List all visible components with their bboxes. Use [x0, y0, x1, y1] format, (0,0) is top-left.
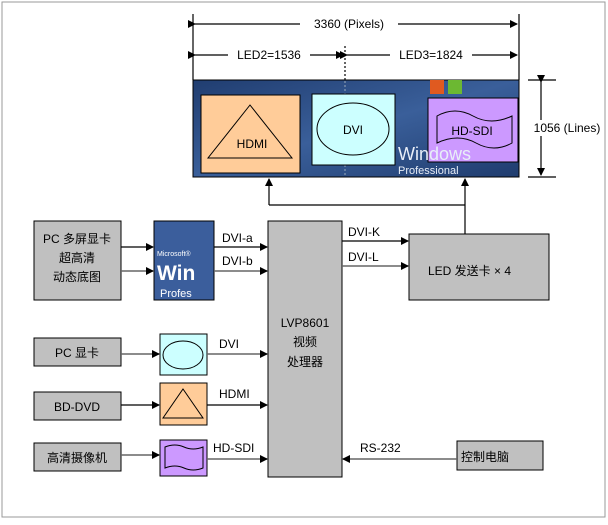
hdmi-window [200, 94, 301, 174]
processor-label: LVP8601 [281, 316, 330, 330]
hdmi-label: HDMI [219, 387, 250, 401]
led2-label: LED2=1536 [237, 48, 301, 62]
bd-dvd-box [33, 391, 122, 421]
wave-icon [164, 444, 204, 471]
svg-text:Win: Win [157, 262, 195, 285]
hdsdi-window-label: HD-SDI [451, 124, 492, 138]
svg-text:Profes: Profes [160, 288, 192, 300]
dvi-l-label: DVI-L [348, 250, 379, 264]
pc-multi-card-box [33, 220, 122, 301]
led-screen: HDMI DVI HD-SDI Windows Professional [192, 79, 520, 178]
dvi-window-label: DVI [343, 123, 363, 137]
screen-bg-text: Windows [398, 144, 471, 164]
led3-label: LED3=1824 [399, 48, 463, 62]
pc-graphics-card-label: PC 显卡 [55, 346, 99, 360]
processor-label: 处理器 [287, 355, 323, 369]
hd-camera-box [33, 442, 122, 472]
control-pc-label: 控制电脑 [461, 450, 509, 464]
height-label: 1056 (Lines) [534, 121, 601, 135]
hdmi-window-label: HDMI [237, 137, 268, 151]
pc-multi-card-label: 超高清 [59, 250, 95, 265]
dvi-b-label: DVI-b [222, 254, 253, 268]
dvi-window [311, 93, 396, 166]
screen-bg-subtext: Professional [398, 165, 459, 177]
bd-dvd-label: BD-DVD [54, 400, 100, 414]
processor-label: 视频 [293, 334, 317, 349]
hd-camera-label: 高清摄像机 [47, 450, 107, 465]
total-width-label: 3360 (Pixels) [314, 17, 384, 31]
triangle-icon [162, 388, 204, 419]
wave-icon [436, 110, 513, 149]
dvi-label: DVI [219, 337, 239, 351]
control-pc-box [456, 440, 544, 471]
hdsdi-window [427, 97, 519, 163]
hdsdi-source-icon-box [159, 439, 208, 477]
rs232-label: RS-232 [360, 441, 401, 455]
windows-thumbnail: Microsoft® Win Profes [153, 220, 215, 301]
outer-border [1, 1, 606, 518]
led-sender-card-label: LED 发送卡 × 4 [428, 263, 511, 278]
ellipse-icon [162, 340, 204, 370]
dvi-a-label: DVI-a [222, 231, 253, 245]
pc-multi-card-label: PC 多屏显卡 [43, 232, 111, 246]
lvp8601-processor-box [267, 220, 343, 478]
svg-text:Microsoft®: Microsoft® [157, 250, 191, 258]
led-sender-card-box [408, 233, 550, 301]
triangle-icon [206, 104, 294, 159]
led-feed-lines [265, 178, 469, 234]
dvi-k-label: DVI-K [348, 225, 380, 239]
hdsdi-label: HD-SDI [213, 441, 254, 455]
pc-graphics-card-box [33, 337, 122, 367]
ellipse-icon [316, 102, 390, 156]
pc-multi-card-label: 动态底图 [53, 269, 101, 284]
